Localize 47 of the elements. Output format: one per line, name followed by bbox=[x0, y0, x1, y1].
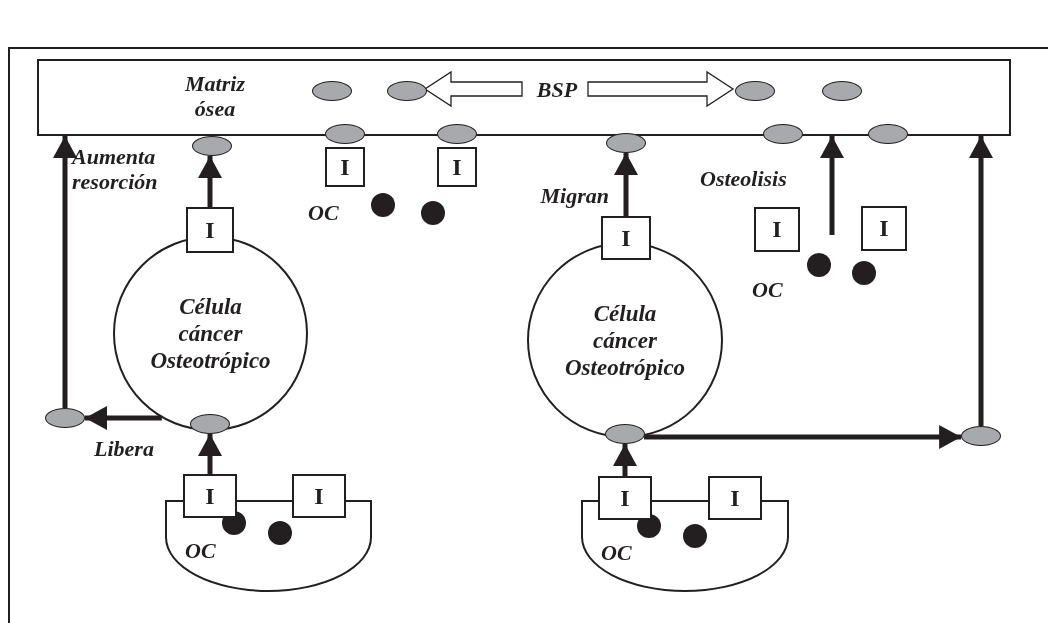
node-label: Matriz ósea bbox=[183, 71, 246, 121]
protein-ellipse bbox=[325, 124, 365, 144]
arrow bbox=[644, 425, 962, 449]
protein-ellipse bbox=[822, 81, 862, 101]
protein-ellipse bbox=[387, 81, 427, 101]
protein-ellipse bbox=[190, 414, 230, 434]
protein-box: I bbox=[754, 207, 800, 252]
protein-box: I bbox=[601, 216, 651, 260]
arrow bbox=[613, 444, 637, 476]
arrow bbox=[614, 153, 638, 216]
arrow bbox=[969, 136, 993, 426]
protein-ellipse bbox=[437, 124, 477, 144]
arrow bbox=[820, 136, 844, 235]
protein-box: I bbox=[861, 206, 907, 251]
protein-box: I bbox=[325, 147, 365, 187]
protein-box: I bbox=[186, 207, 234, 253]
protein-box: I bbox=[708, 476, 762, 520]
edge-label: Osteolisis bbox=[700, 166, 788, 191]
cell-label: OC bbox=[601, 540, 632, 565]
arrow bbox=[198, 434, 222, 474]
cell-label: OC bbox=[752, 277, 783, 302]
edge-label: Libera bbox=[94, 436, 155, 461]
protein-ellipse bbox=[735, 81, 775, 101]
protein-ellipse bbox=[605, 424, 645, 444]
protein-box: I bbox=[598, 476, 652, 520]
protein-ellipse bbox=[45, 408, 85, 428]
cell-label: OC bbox=[308, 200, 339, 225]
protein-box: I bbox=[292, 474, 346, 518]
hollow-arrow bbox=[423, 70, 523, 108]
hollow-arrow bbox=[587, 70, 735, 108]
edge-label: Migran bbox=[539, 183, 609, 208]
arrow bbox=[85, 406, 162, 430]
arrow bbox=[198, 155, 222, 207]
protein-ellipse bbox=[192, 136, 232, 156]
arrow bbox=[53, 136, 77, 408]
protein-box: I bbox=[183, 474, 237, 518]
edge-label: Aumenta resorción bbox=[72, 144, 159, 194]
protein-ellipse bbox=[312, 81, 352, 101]
protein-ellipse bbox=[763, 124, 803, 144]
protein-ellipse bbox=[961, 426, 1001, 446]
cell-label: OC bbox=[185, 538, 216, 563]
node-label: BSP bbox=[524, 77, 590, 105]
protein-ellipse bbox=[868, 124, 908, 144]
protein-box: I bbox=[437, 147, 477, 187]
cell-label: Célula cáncer Osteotrópico bbox=[150, 293, 271, 374]
cell-label: Célula cáncer Osteotrópico bbox=[565, 299, 685, 381]
protein-ellipse bbox=[606, 133, 646, 153]
